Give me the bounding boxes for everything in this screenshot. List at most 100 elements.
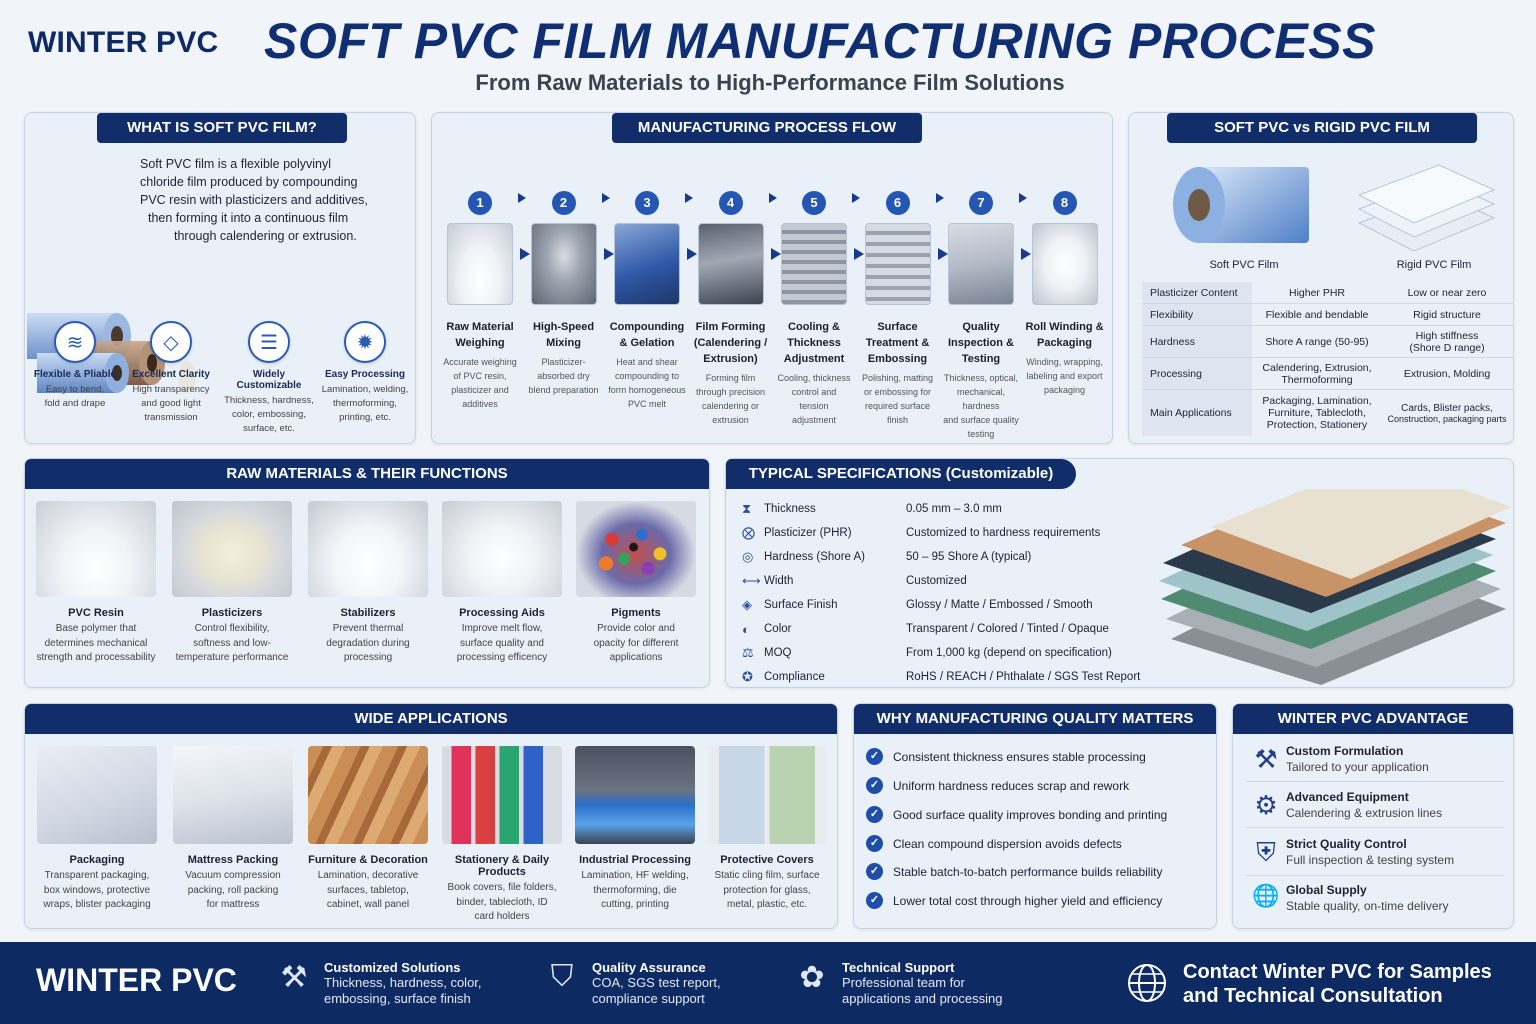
flow-arrow-icon	[770, 248, 781, 260]
check-icon: ✓	[866, 748, 883, 765]
tools-icon: ⚒	[280, 961, 308, 994]
spec-row: ◎Hardness (Shore A)50 – 95 Shore A (typi…	[742, 549, 1032, 564]
app-packaging: Packaging Transparent packaging,box wind…	[34, 746, 160, 913]
step-compounding-image	[614, 223, 680, 305]
brand-logo: WINTER PVC	[28, 26, 219, 59]
step-cooling-image	[781, 223, 847, 305]
processing-aids-image	[442, 501, 562, 597]
applications-panel: WIDE APPLICATIONS Packaging Transparent …	[24, 703, 838, 929]
what-is-heading: WHAT IS SOFT PVC FILM?	[97, 113, 347, 143]
soft-film-label: Soft PVC Film	[1209, 259, 1279, 271]
quality-item: ✓Clean compound dispersion avoids defect…	[866, 835, 1122, 852]
packaging-image	[37, 746, 157, 844]
industrial-image	[575, 746, 695, 844]
specs-heading: TYPICAL SPECIFICATIONS (Customizable)	[726, 459, 1076, 489]
specs-panel: TYPICAL SPECIFICATIONS (Customizable)	[725, 458, 1514, 688]
raw-materials-panel: RAW MATERIALS & THEIR FUNCTIONS PVC Resi…	[24, 458, 710, 688]
step-inspection-image	[948, 223, 1014, 305]
check-icon: ✓	[866, 892, 883, 909]
flow-arrow-icon	[1021, 248, 1031, 260]
app-stationery: Stationery & Daily Products Book covers,…	[439, 746, 565, 925]
feature-processing: ✹ Easy Processing Lamination, welding,th…	[317, 321, 413, 425]
check-icon: ✓	[866, 777, 883, 794]
step-number: 5	[802, 191, 826, 215]
step-mixing-image	[530, 223, 597, 305]
contact-cta[interactable]: Contact Winter PVC for Samples and Techn…	[1183, 961, 1492, 1007]
plasticizers-image	[172, 501, 292, 597]
step-weighing-image	[447, 223, 513, 305]
wave-icon: ≋	[54, 321, 96, 363]
surface-icon: ◈	[742, 597, 752, 612]
pigments-image	[576, 501, 696, 597]
diamond-icon: ◇	[150, 321, 192, 363]
feature-customizable: ☰ Widely Customizable Thickness, hardnes…	[221, 321, 317, 436]
hardness-icon: ◎	[742, 549, 754, 564]
step-title: Compounding& Gelation	[609, 321, 685, 349]
flow-arrow-icon	[852, 193, 860, 203]
what-is-description: Soft PVC film is a flexible polyvinyl ch…	[140, 157, 368, 243]
flow-arrow-icon	[687, 248, 697, 260]
flow-arrow-icon	[603, 248, 614, 260]
rigid-film-label: Rigid PVC Film	[1396, 259, 1472, 271]
quality-item: ✓Lower total cost through higher yield a…	[866, 892, 1162, 909]
footer-brand: WINTER PVC	[36, 962, 237, 998]
material-plasticizers: Plasticizers Control flexibility,softnes…	[171, 501, 293, 666]
page-title: SOFT PVC FILM MANUFACTURING PROCESS	[264, 13, 1376, 69]
compare-heading: SOFT PVC vs RIGID PVC FILM	[1167, 113, 1477, 143]
app-industrial: Industrial Processing Lamination, HF wel…	[572, 746, 698, 913]
flow-arrow-icon	[518, 193, 526, 203]
app-furniture: Furniture & Decoration Lamination, decor…	[305, 746, 431, 913]
step-number: 4	[718, 191, 743, 215]
globe-icon: 🌐	[1252, 883, 1280, 908]
advantage-panel: WINTER PVC ADVANTAGE	[1232, 703, 1514, 929]
thickness-icon: ⧗	[742, 501, 752, 516]
plasticizer-icon: ⨂	[742, 525, 755, 540]
protective-covers-image	[707, 746, 827, 844]
step-number: 8	[1052, 191, 1077, 215]
advantage-heading: WINTER PVC ADVANTAGE	[1233, 704, 1513, 734]
flow-arrow-icon	[520, 248, 530, 260]
quality-item: ✓Uniform hardness reduces scrap and rewo…	[866, 777, 1129, 794]
page-subtitle: From Raw Materials to High-Performance F…	[475, 70, 1065, 95]
tools-icon: ⚒	[1254, 744, 1278, 774]
width-icon: ⟷	[742, 573, 761, 588]
support-icon: ✿	[799, 961, 825, 994]
furniture-image	[308, 746, 428, 844]
rigid-film-sheets-image	[1349, 163, 1499, 255]
step-number: 6	[885, 191, 910, 215]
film-stack-image	[1151, 459, 1511, 685]
